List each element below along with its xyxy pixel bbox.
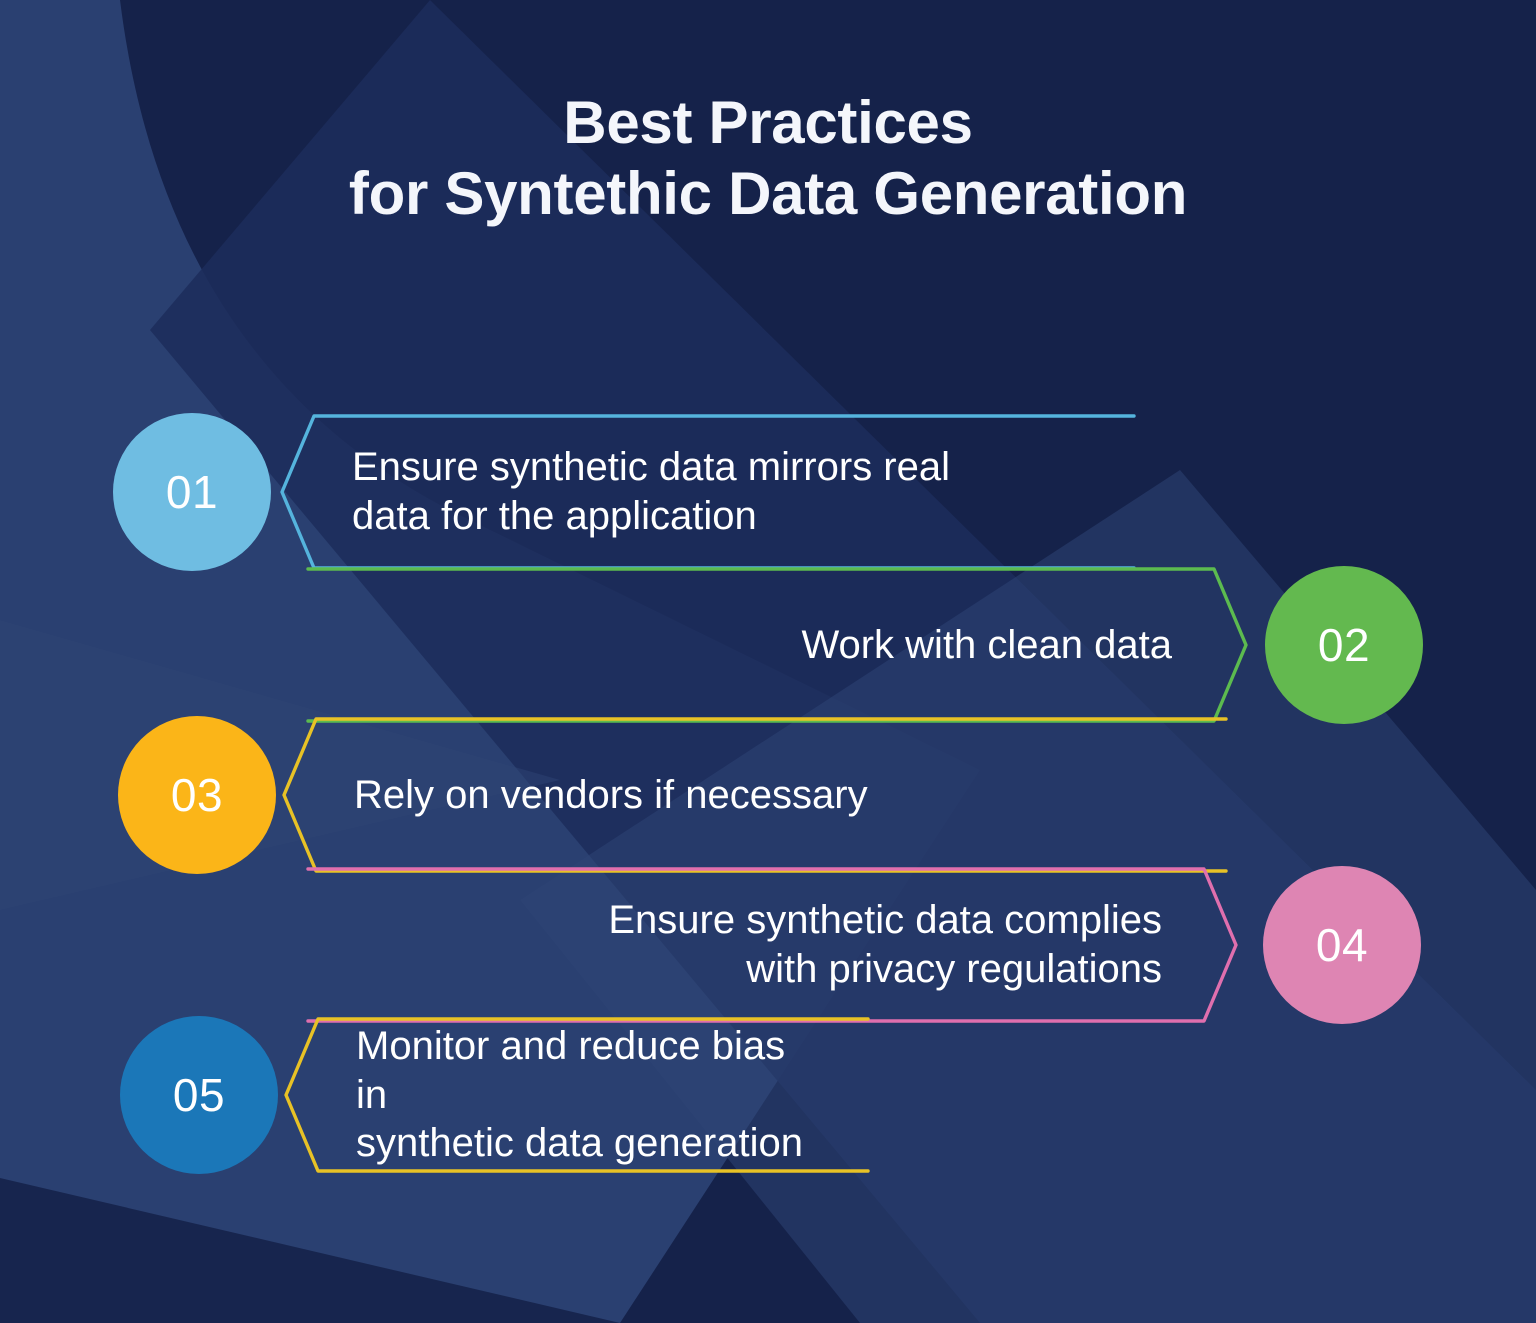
list-item: 04 Ensure synthetic data complies with p… [0, 865, 1536, 1025]
title-line-2: for Syntethic Data Generation [348, 159, 1188, 227]
practice-band-02[interactable]: Work with clean data [300, 565, 1250, 725]
practice-band-04[interactable]: Ensure synthetic data complies with priv… [300, 865, 1240, 1025]
practice-band-01[interactable]: Ensure synthetic data mirrors real data … [278, 412, 1138, 572]
list-item: 03 Rely on vendors if necessary [0, 715, 1536, 875]
practice-text-03: Rely on vendors if necessary [354, 772, 868, 817]
number-badge-label: 01 [165, 466, 219, 518]
number-badge-02[interactable]: 02 [1265, 566, 1423, 724]
number-badge-label: 03 [170, 769, 224, 821]
practice-text-01: Ensure synthetic data mirrors real data … [352, 445, 951, 538]
chevron-outline-left [280, 715, 1230, 875]
list-item: 05 Monitor and reduce bias in synthetic … [0, 1015, 1536, 1175]
number-badge-label: 02 [1317, 619, 1371, 671]
practice-band-03[interactable]: Rely on vendors if necessary [280, 715, 1230, 875]
chevron-outline-right [300, 865, 1240, 1025]
practice-text-05: Monitor and reduce bias in synthetic dat… [356, 1023, 803, 1166]
practice-band-05[interactable]: Monitor and reduce bias in synthetic dat… [282, 1015, 872, 1175]
practice-text-02: Work with clean data [801, 622, 1172, 667]
number-badge-04[interactable]: 04 [1263, 866, 1421, 1024]
number-badge-03[interactable]: 03 [118, 716, 276, 874]
chevron-outline-right [300, 565, 1250, 725]
list-item: 02 Work with clean data [0, 565, 1536, 725]
number-badge-label: 04 [1315, 919, 1369, 971]
number-badge-label: 05 [172, 1069, 226, 1121]
list-item: 01 Ensure synthetic data mirrors real da… [0, 412, 1536, 572]
title-line-1: Best Practices [563, 89, 973, 156]
practice-text-04: Ensure synthetic data complies with priv… [608, 898, 1162, 991]
number-badge-01[interactable]: 01 [113, 413, 271, 571]
chevron-outline-left [282, 1015, 872, 1175]
page-title: Best Practices for Syntethic Data Genera… [0, 88, 1536, 230]
number-badge-05[interactable]: 05 [120, 1016, 278, 1174]
